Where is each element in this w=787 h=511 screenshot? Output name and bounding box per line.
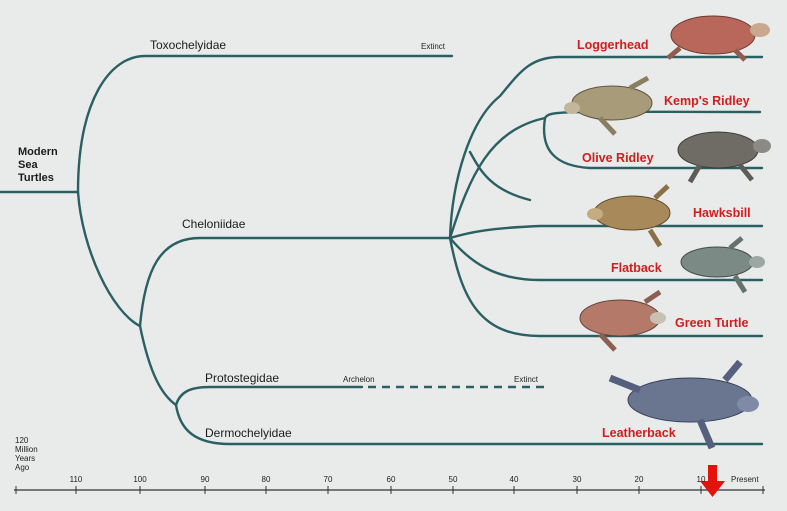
tick-label: 30 [572,475,582,484]
kemps-ridley-label: Kemp's Ridley [664,94,750,108]
tick-label: 90 [200,475,210,484]
cheloniidae-stem [138,236,452,328]
tick-label: 40 [509,475,519,484]
green-turtle-label: Green Turtle [675,316,749,330]
ridley-stem [448,116,547,240]
axis-title: 120 Million Years Ago [15,436,38,472]
loggerhead-icon [666,15,770,62]
olive-ridley-label: Olive Ridley [582,151,654,165]
red-down-arrow-icon [700,465,725,497]
kemps-ridley-icon [564,75,653,136]
loggerhead-stem [448,55,764,240]
toxochelyidae-label: Toxochelyidae [150,38,227,52]
archelon-extinct-label: Extinct [514,375,539,384]
green-turtle-branch [448,236,764,338]
toxochelyidae-branch [76,54,454,194]
tick-label: 80 [261,475,271,484]
leatherback-label: Leatherback [602,426,676,440]
flatback-label: Flatback [611,261,662,275]
hawksbill-icon [587,184,671,248]
dermo-stem [138,324,178,407]
flatback-icon [680,236,765,294]
tick-label: 10 [696,475,706,484]
cheloniidae-label: Cheloniidae [182,217,246,231]
lower-stem-branch [76,190,142,328]
tick-label: 100 [133,475,147,484]
flatback-branch [448,236,764,282]
protostegidae-branch [174,385,364,407]
dermochelyidae-branch [174,403,764,446]
root-label: Modern Sea Turtles [18,146,58,184]
hawksbill-branch [448,224,764,240]
protostegidae-label: Protostegidae [205,371,280,385]
tick-label: 110 [69,475,83,484]
kemps-ridley-branch [543,110,762,120]
loggerhead-label: Loggerhead [577,38,649,52]
present-label: Present [731,475,759,484]
archelon-label: Archelon [343,375,375,384]
green-turtle-icon [579,289,666,352]
tick-label: 70 [323,475,333,484]
tick-label: 20 [634,475,644,484]
leatherback-icon [608,359,759,450]
dermochelyidae-label: Dermochelyidae [205,426,292,440]
tick-label: 50 [448,475,458,484]
toxochelyidae-extinct-label: Extinct [421,42,446,51]
hawksbill-label: Hawksbill [693,206,751,220]
tick-label: 60 [386,475,396,484]
ridley-hawksbill-stem [468,150,532,202]
ridley-split [542,116,764,170]
olive-ridley-icon [677,131,771,184]
